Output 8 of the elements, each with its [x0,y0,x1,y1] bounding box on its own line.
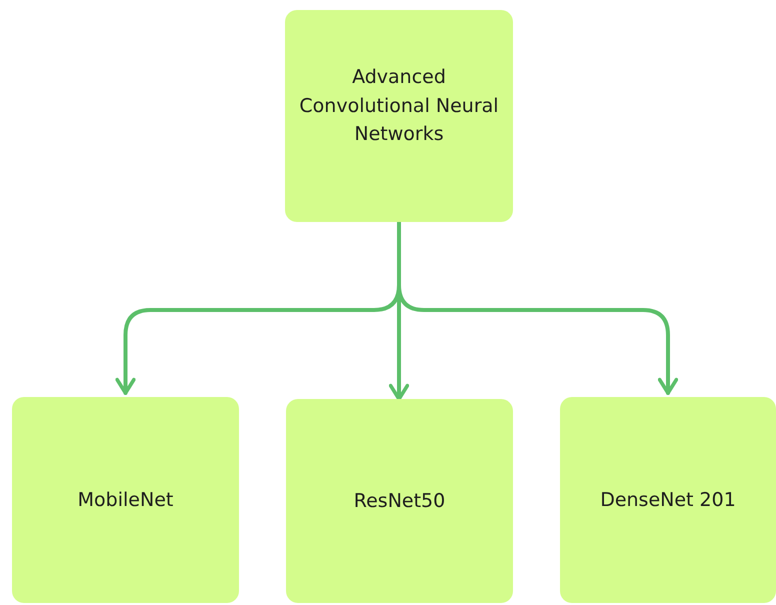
process-box [285,10,513,222]
node-label: ResNet50 [352,488,446,514]
process-box [560,397,776,603]
node-label: Advanced Convolutional Neural Networks [298,65,500,148]
node-label: MobileNet [76,488,174,513]
process-box [12,397,239,603]
process-box [286,399,513,603]
node-label: DenseNet 201 [599,488,737,513]
